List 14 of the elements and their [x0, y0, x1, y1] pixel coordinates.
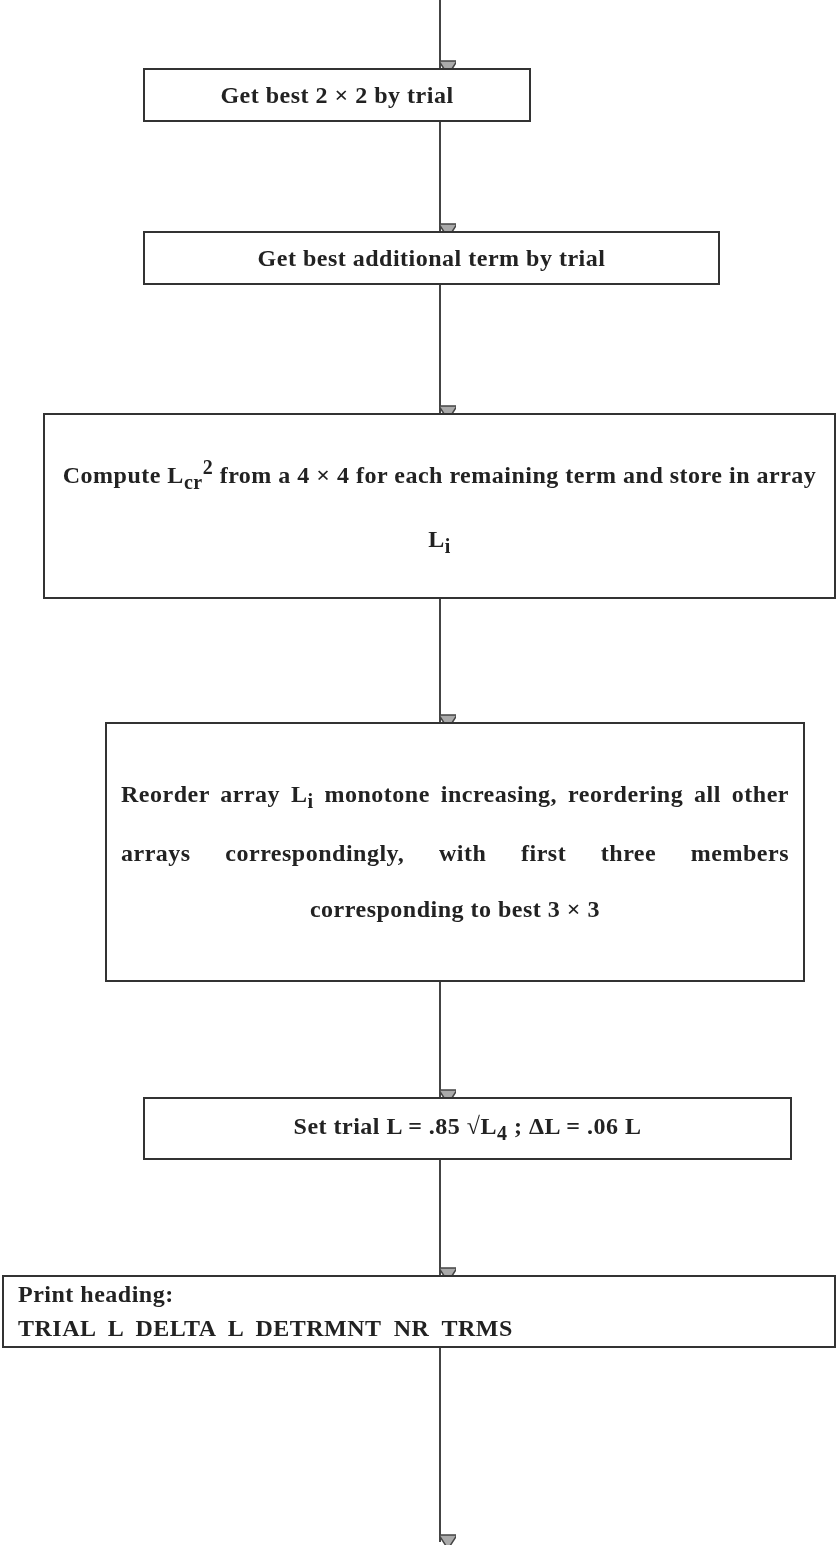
process-box — [105, 722, 805, 982]
process-box — [2, 1275, 836, 1348]
step-text: Reorder array L$_{i}$ monotone increasing, reordering all other arrays correspondingly, with first three members corresponding to best 3 × 3 — [121, 780, 789, 925]
step-text: Set trial L = .85 √L$_{4}$ ; ΔL = .06 L — [292, 1112, 643, 1145]
step-text: Print heading: — [18, 1279, 175, 1309]
process-box — [143, 68, 531, 122]
step-text: Compute L$_{cr}$$^{2}$ from a 4 × 4 for each remaining term and store in array L$_{i}$ — [61, 454, 818, 559]
arrow — [438, 1347, 458, 1545]
step-text: Get best 2 × 2 by trial — [219, 81, 455, 109]
step-text: Get best additional term by trial — [256, 244, 607, 272]
process-box — [143, 231, 720, 285]
process-box — [43, 413, 836, 599]
process-box — [143, 1097, 792, 1160]
column-headings: TRIAL L DELTA L DETRMNT NR TRMS — [18, 1313, 514, 1343]
